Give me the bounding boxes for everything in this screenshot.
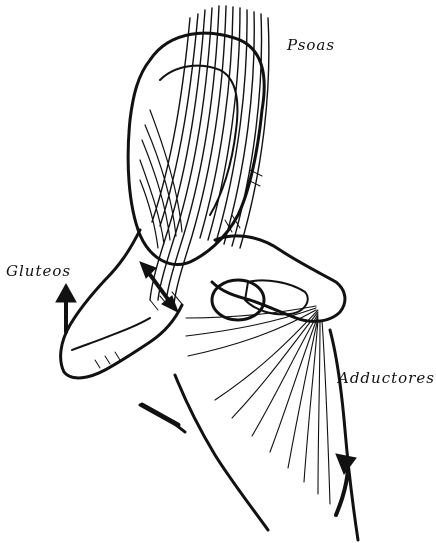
femur-lateral-edge	[175, 375, 268, 530]
femoral-head	[212, 280, 264, 320]
gluteal-fibres	[140, 110, 182, 248]
psoas-pull-arrows	[140, 262, 178, 312]
psoas-fibres	[150, 6, 269, 304]
gluteos-label: Gluteos	[6, 262, 71, 280]
femur-medial-edge	[330, 330, 358, 540]
iliac-inner-contour	[160, 66, 237, 215]
psoas-label: Psoas	[287, 36, 335, 54]
trochanter-notch	[142, 405, 178, 425]
gluteos-arrow	[56, 284, 76, 332]
adductores-label: Adductores	[338, 369, 435, 387]
pubic-ramus	[212, 236, 345, 321]
bone-shading	[95, 170, 262, 368]
adductor-fibres	[186, 306, 330, 504]
ischial-edge	[72, 318, 150, 350]
